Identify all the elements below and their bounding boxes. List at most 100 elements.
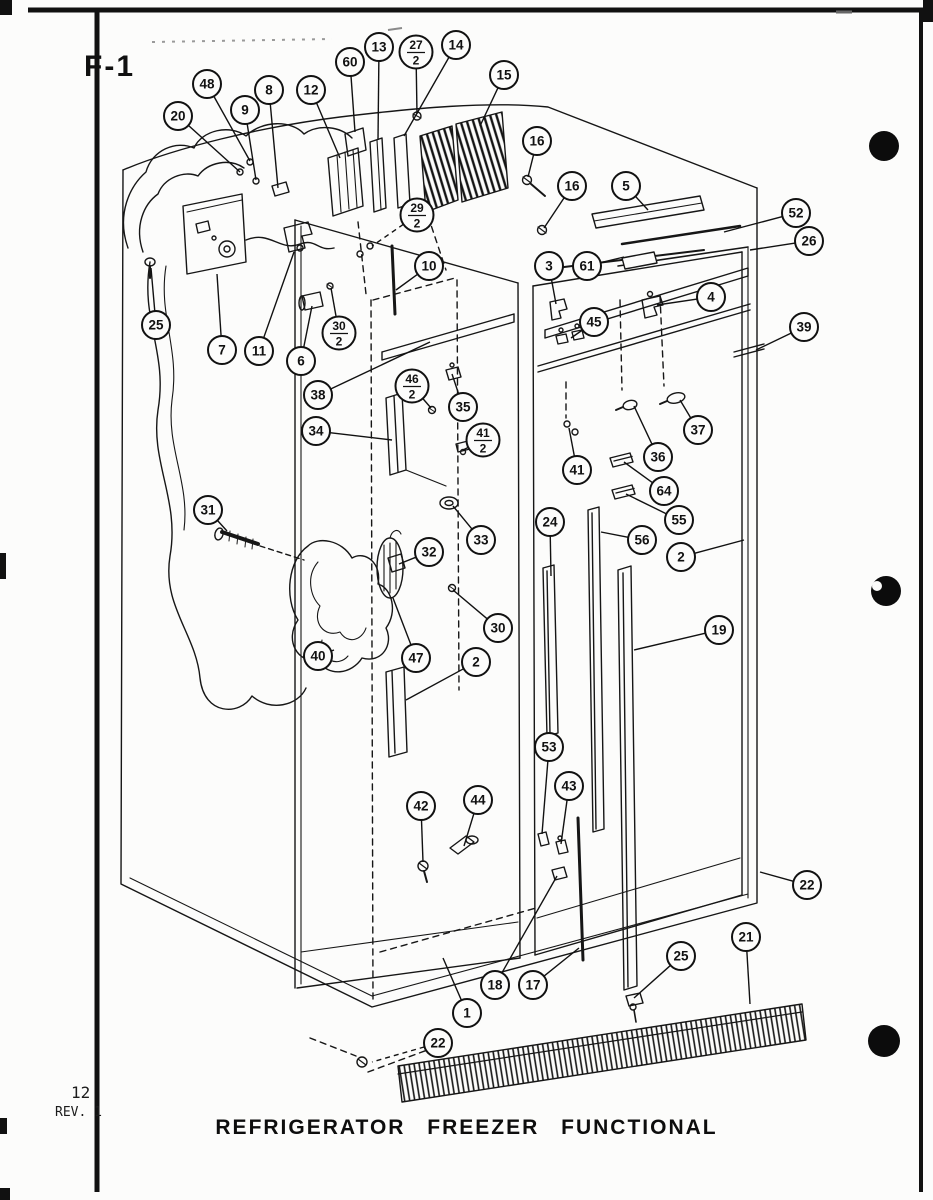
leader-line: [755, 332, 792, 351]
hidden-lines: [309, 215, 665, 1073]
callout-47: 47: [392, 597, 431, 673]
balloon-circle: [627, 525, 657, 555]
balloon-circle: [452, 998, 482, 1028]
svg-text:53: 53: [541, 740, 557, 755]
balloon-circle: [480, 970, 510, 1000]
leader-line: [330, 287, 337, 317]
binder-hole-marks: [868, 131, 901, 1057]
callout-4: 4: [656, 282, 726, 312]
balloon-circle: [448, 392, 478, 422]
balloon-circle: [535, 507, 565, 537]
balloon-circle: [554, 771, 584, 801]
leader-line: [246, 123, 257, 181]
balloon-circle: [489, 60, 519, 90]
control-box-parts: [144, 158, 397, 316]
callout-16: 16: [522, 126, 552, 178]
leader-line: [403, 56, 450, 137]
callout-53: 53: [534, 732, 564, 835]
leader-line: [315, 102, 341, 159]
leader-line: [623, 461, 654, 484]
leader-line: [371, 1046, 425, 1063]
leader-line: [633, 964, 672, 999]
leader-line: [350, 75, 356, 133]
callout-20: 20: [163, 101, 241, 173]
balloon-circle: [534, 732, 564, 762]
svg-text:24: 24: [542, 515, 558, 530]
wire-harness: [289, 539, 394, 673]
balloon-circle: [163, 101, 193, 131]
svg-text:47: 47: [408, 651, 423, 666]
svg-text:4: 4: [707, 290, 715, 305]
leader-line: [543, 947, 580, 977]
svg-text:7: 7: [218, 343, 226, 358]
svg-text:16: 16: [529, 134, 545, 149]
leader-line: [723, 215, 783, 233]
balloon-circle: [303, 380, 333, 410]
callout-3: 3: [534, 251, 564, 305]
leader-line: [451, 373, 460, 394]
callout-37: 37: [679, 399, 713, 445]
callout-11: 11: [244, 251, 295, 366]
balloon-circle: [301, 416, 331, 446]
svg-text:55: 55: [671, 513, 687, 528]
svg-text:52: 52: [788, 206, 803, 221]
svg-text:45: 45: [586, 315, 602, 330]
callout-40: 40: [303, 641, 335, 671]
balloon-circle: [461, 647, 491, 677]
left-compartment-parts: [214, 313, 515, 758]
balloon-circle: [483, 613, 513, 643]
leader-line: [330, 341, 431, 390]
leader-line: [634, 195, 649, 211]
leader-line: [656, 298, 698, 306]
svg-text:2: 2: [409, 388, 416, 402]
callout-21: 21: [731, 922, 761, 1005]
balloon-circle: [518, 970, 548, 1000]
svg-text:2: 2: [480, 442, 487, 456]
svg-text:2: 2: [336, 335, 343, 349]
svg-text:13: 13: [371, 40, 387, 55]
svg-text:30: 30: [332, 319, 346, 333]
callout-27: 272: [398, 34, 434, 115]
svg-text:1: 1: [463, 1006, 471, 1021]
leader-line: [570, 329, 583, 339]
leader-line: [187, 124, 241, 173]
leader-line: [371, 223, 404, 247]
balloon-circle: [303, 641, 333, 671]
balloon-circle: [423, 1028, 453, 1058]
leader-line: [392, 597, 412, 646]
svg-text:41: 41: [476, 426, 490, 440]
leader-line: [527, 154, 535, 178]
cabinet-top-edge: [122, 104, 758, 189]
balloon-circle: [696, 282, 726, 312]
svg-text:29: 29: [410, 201, 424, 215]
leader-line: [269, 103, 279, 189]
svg-text:9: 9: [241, 103, 249, 118]
callout-2: 2: [405, 647, 491, 701]
svg-text:38: 38: [310, 388, 326, 403]
balloon-circle: [534, 251, 564, 281]
callout-18: 18: [480, 875, 558, 1000]
balloon-circle: [664, 505, 694, 535]
balloon-circle: [244, 336, 274, 366]
callout-38: 38: [303, 341, 431, 410]
callout-43: 43: [554, 771, 584, 845]
callout-46: 462: [394, 368, 432, 409]
leader-line: [216, 519, 228, 532]
balloon-circle: [704, 615, 734, 645]
leader-line: [263, 251, 295, 339]
leader-line: [759, 871, 794, 882]
svg-text:61: 61: [579, 259, 595, 274]
balloon-circle: [789, 312, 819, 342]
svg-text:17: 17: [525, 978, 540, 993]
balloon-circle: [522, 126, 552, 156]
leader-line: [501, 875, 558, 974]
leader-line: [479, 87, 499, 127]
revision-label: REV. 1: [55, 1105, 102, 1120]
leader-line: [560, 799, 568, 845]
callout-16: 16: [543, 171, 587, 229]
leader-line: [442, 957, 463, 1001]
svg-text:32: 32: [421, 545, 436, 560]
balloon-circle: [414, 537, 444, 567]
svg-text:56: 56: [634, 533, 650, 548]
